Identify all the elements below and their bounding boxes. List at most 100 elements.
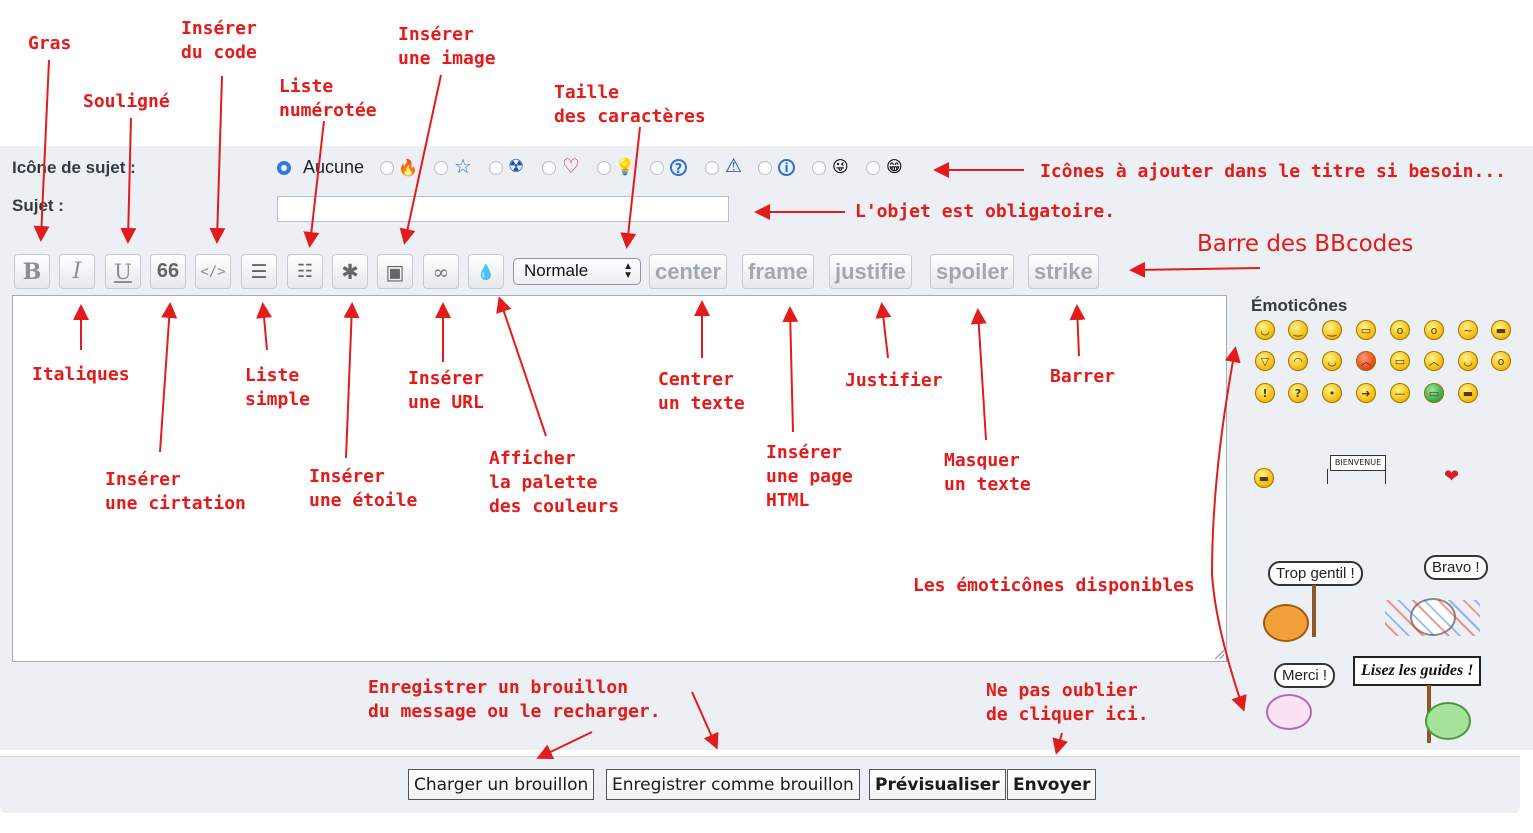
topic-icon-radio-question[interactable]	[650, 161, 664, 175]
emoticon-welcome-banner[interactable]: BIENVENUE	[1330, 455, 1386, 471]
underline-button[interactable]: U	[105, 254, 141, 289]
arrow-justify	[875, 302, 892, 359]
annotation-image: Insérer une image	[398, 24, 496, 69]
merci-emoticon-icon[interactable]	[1266, 694, 1312, 730]
emoticon-question-icon[interactable]: ?	[1288, 383, 1308, 403]
topic-icon-radio-radioactive[interactable]	[489, 161, 503, 175]
topic-icon-radio-heart[interactable]	[542, 161, 556, 175]
green-critter-emoticon-icon[interactable]	[1425, 702, 1471, 740]
emoticon-arrow-icon[interactable]: ➜	[1356, 383, 1376, 403]
guides-sign[interactable]: Lisez les guides !	[1353, 656, 1482, 686]
subject-input[interactable]	[277, 196, 729, 222]
list-button[interactable]: ☰	[241, 254, 277, 289]
topic-icon-radio-bulb[interactable]	[597, 161, 611, 175]
topic-icon-radio-flame[interactable]	[380, 161, 394, 175]
annotation-size: Taille des caractères	[554, 82, 706, 127]
message-textarea[interactable]	[12, 295, 1227, 662]
resize-handle-icon[interactable]	[1215, 650, 1224, 659]
annotation-emoticons: Les émoticônes disponibles	[913, 575, 1195, 596]
font-size-select[interactable]: Normale ▲▼	[513, 258, 641, 285]
topic-icon-radio-star[interactable]	[434, 161, 448, 175]
url-button[interactable]: ∞	[423, 254, 459, 289]
emoticon-green-icon[interactable]: ▭	[1424, 383, 1444, 403]
annotation-underline: Souligné	[83, 91, 170, 112]
emoticon-laugh-icon[interactable]: ◡	[1255, 320, 1275, 340]
emoticon-smile-icon[interactable]: ‿	[1288, 320, 1308, 340]
emoticon-squint-icon[interactable]: ◠	[1288, 351, 1308, 371]
emoticon-nerd-icon[interactable]: ▬	[1458, 383, 1478, 403]
numbered-list-button[interactable]: ☷	[287, 254, 323, 289]
emoticon-exclaim-icon[interactable]: !	[1255, 383, 1275, 403]
star-button[interactable]: ✱	[332, 254, 368, 289]
center-button[interactable]: center	[649, 254, 728, 289]
arrow-star	[343, 302, 360, 459]
color-button[interactable]: 💧	[468, 254, 504, 289]
annotation-center: Centrer un texte	[658, 369, 745, 414]
spoiler-button[interactable]: spoiler	[930, 254, 1015, 289]
merci-bubble[interactable]: Merci !	[1274, 663, 1335, 688]
emoticon-mad-icon[interactable]: ︿	[1424, 351, 1444, 371]
bravo-bubble[interactable]: Bravo !	[1424, 555, 1488, 580]
annotation-code: Insérer du code	[181, 18, 257, 63]
emoticon-neutral-icon[interactable]: —	[1390, 383, 1410, 403]
annotation-italic: Italiques	[32, 364, 130, 385]
emoticon-heart-icon[interactable]: ❤	[1444, 466, 1460, 487]
annotation-subject: L'objet est obligatoire.	[855, 201, 1116, 222]
code-button[interactable]: </>	[195, 254, 231, 289]
cat-emoticon-icon[interactable]	[1263, 604, 1309, 642]
subject-label: Sujet :	[12, 196, 64, 215]
annotation-bbcode-bar: Barre des BBcodes	[1197, 231, 1414, 257]
radioactive-icon: ☢	[508, 156, 525, 177]
arrow-underline	[120, 117, 137, 244]
emoticon-glasses-icon[interactable]: ▬	[1254, 468, 1274, 488]
emoticon-rolleyes-icon[interactable]: o	[1424, 320, 1444, 340]
emoticon-surprise-icon[interactable]: o	[1491, 351, 1511, 371]
save-draft-button[interactable]: Enregistrer comme brouillon	[606, 769, 860, 800]
question-icon: ?	[670, 159, 687, 177]
emoticon-devil-icon[interactable]: ◡	[1458, 351, 1478, 371]
emoticon-confused-icon[interactable]: ~	[1458, 320, 1478, 340]
trop-gentil-bubble[interactable]: Trop gentil !	[1268, 561, 1363, 586]
annotation-spoiler: Masquer un texte	[944, 450, 1031, 495]
image-button[interactable]: ▣	[377, 254, 413, 289]
emoticon-bigsmile-icon[interactable]: ▽	[1255, 351, 1275, 371]
arrow-color	[496, 296, 547, 437]
info-icon: i	[778, 159, 795, 176]
emoticon-wink-icon[interactable]: ‿	[1322, 320, 1342, 340]
annotation-numbered-list: Liste numérotée	[279, 76, 377, 121]
emoticon-happy-icon[interactable]: ◡	[1322, 351, 1342, 371]
topic-icon-radio-none[interactable]	[277, 161, 291, 175]
arrow-frame	[782, 306, 799, 433]
topic-icon-radio-info[interactable]	[758, 161, 772, 175]
emoticon-shock-icon[interactable]: o	[1390, 320, 1410, 340]
grin-icon: 😁	[886, 157, 903, 176]
emoticon-cool-icon[interactable]: ▬	[1491, 320, 1511, 340]
topic-icon-radio-grin[interactable]	[866, 161, 880, 175]
frame-button[interactable]: frame	[742, 254, 814, 289]
annotation-send: Ne pas oublier de cliquer ici.	[986, 680, 1149, 725]
arrow-emoticons-down	[1211, 573, 1247, 712]
arrow-bold	[33, 59, 50, 242]
bold-button[interactable]: B	[14, 254, 50, 289]
strike-button[interactable]: strike	[1028, 254, 1099, 289]
select-arrows-icon: ▲▼	[623, 261, 633, 281]
arrow-size	[620, 126, 641, 249]
quote-button[interactable]: 66	[150, 254, 186, 289]
preview-button[interactable]: Prévisualiser	[869, 769, 1006, 800]
topic-icon-radio-warning[interactable]	[705, 161, 719, 175]
emoticons-title: Émoticônes	[1251, 296, 1348, 315]
topic-icon-radio-wink[interactable]	[812, 161, 826, 175]
emoticon-angry-icon[interactable]: ︿	[1356, 351, 1376, 371]
emoticon-teeth-icon[interactable]: ▭	[1390, 351, 1410, 371]
emoticon-grimace-icon[interactable]: ▭	[1356, 320, 1376, 340]
annotation-url: Insérer une URL	[408, 368, 484, 413]
warning-icon: ⚠	[725, 155, 743, 177]
emoticon-idea-icon[interactable]: •	[1322, 383, 1342, 403]
send-button[interactable]: Envoyer	[1007, 769, 1097, 800]
banner-pole-left	[1327, 469, 1328, 484]
arrow-code	[209, 75, 226, 244]
arrow-image	[399, 74, 442, 245]
italic-button[interactable]: I	[59, 254, 95, 289]
justify-button[interactable]: justifie	[829, 254, 912, 289]
load-draft-button[interactable]: Charger un brouillon	[408, 769, 595, 800]
